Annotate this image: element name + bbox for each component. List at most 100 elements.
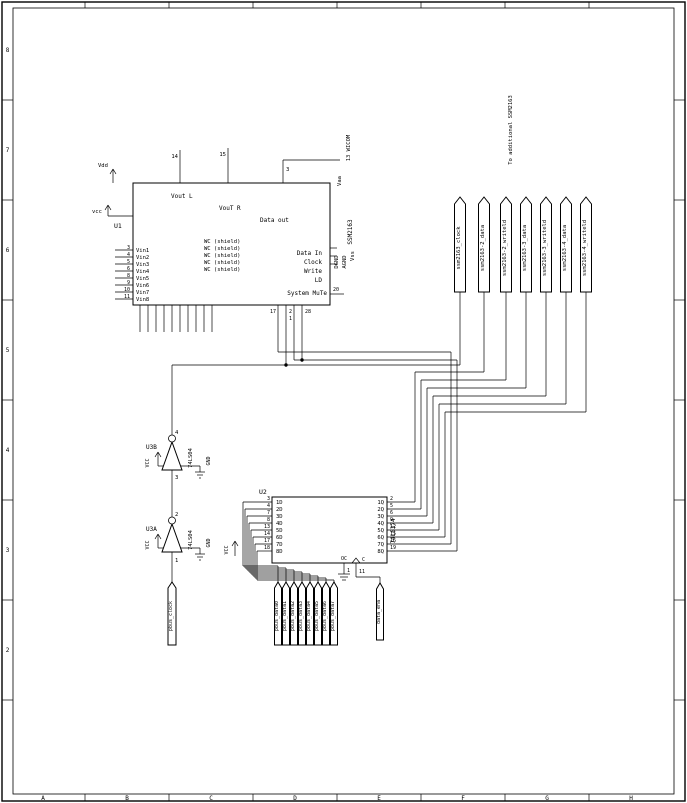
net-flag[interactable] bbox=[330, 581, 338, 646]
pin-name: 1D bbox=[276, 500, 283, 506]
net-flag[interactable] bbox=[454, 196, 466, 293]
u1-part-number: SSM2163 bbox=[347, 219, 354, 245]
pin-number: 17 bbox=[270, 309, 276, 315]
pin-name: Vin6 bbox=[136, 283, 149, 289]
col-label: F bbox=[461, 795, 465, 802]
pin-number: 14 bbox=[171, 154, 178, 160]
pin-name: 7Q bbox=[377, 542, 384, 548]
pin-name: Data out bbox=[260, 217, 289, 224]
pin-number: 9 bbox=[390, 517, 393, 523]
power-label-gnd: GND bbox=[206, 538, 212, 547]
pin-name: 6D bbox=[276, 535, 283, 541]
pin-name-shield: WC (shield) bbox=[204, 253, 240, 259]
net-label: ssm2163-4_data bbox=[562, 225, 568, 271]
pin-number: 1 bbox=[347, 568, 350, 574]
pin-number: 3 bbox=[267, 496, 270, 502]
pin-name-shield: WC (shield) bbox=[204, 246, 240, 252]
net-label: pbus_data7 bbox=[330, 601, 336, 631]
net-label: ssm2163-4_writeld bbox=[582, 220, 588, 276]
pin-name: Vin8 bbox=[136, 297, 149, 303]
pin-number: 8 bbox=[267, 517, 270, 523]
pin-number: 9 bbox=[127, 280, 130, 286]
pin-number: 7 bbox=[267, 510, 270, 516]
pin-number: 1 bbox=[175, 558, 178, 564]
pin-number: 11 bbox=[124, 294, 130, 300]
power-label-vcc: VCC bbox=[224, 545, 230, 554]
net-flag[interactable] bbox=[314, 581, 322, 646]
power-label-vdd: Vdd bbox=[98, 163, 108, 169]
net-label: data_ena bbox=[376, 600, 382, 624]
sheet-note: To additional SSM2163 bbox=[508, 95, 514, 165]
pin-number: 17 bbox=[264, 538, 270, 544]
net-flag[interactable] bbox=[322, 581, 330, 646]
pin-name: Vin3 bbox=[136, 262, 149, 268]
pin-number: 4 bbox=[127, 252, 130, 258]
pin-number: 3 bbox=[175, 475, 178, 481]
pin-name: 3Q bbox=[377, 514, 384, 520]
pin-name: Vin1 bbox=[136, 248, 149, 254]
net-label: pbus_data4 bbox=[306, 601, 312, 631]
u3a-inverter[interactable]: U3A 74LS04 2 1 VCC GND bbox=[145, 512, 212, 564]
u2-latch[interactable]: U2 74LS374 1D 2D 3D 4D 5D 6D 7D 8D 3 4 7… bbox=[224, 488, 397, 575]
pin-name: 8D bbox=[276, 549, 283, 555]
power-label-vss: Vss bbox=[350, 251, 356, 261]
net-flag[interactable] bbox=[274, 581, 282, 646]
pin-name: Clock bbox=[304, 259, 322, 266]
pbus-clock-flag: pbus_clock bbox=[167, 581, 177, 646]
power-label-vaa: Vaa bbox=[337, 176, 343, 186]
pin-name: LD bbox=[315, 277, 323, 284]
net-flag[interactable] bbox=[560, 196, 572, 293]
net-flag[interactable] bbox=[298, 581, 306, 646]
u1-body[interactable] bbox=[132, 182, 331, 306]
net-flag[interactable] bbox=[520, 196, 532, 293]
u3b-body[interactable] bbox=[161, 440, 183, 471]
net-label: ssm2163-2_data bbox=[480, 225, 486, 271]
pin-name: Data In bbox=[297, 250, 323, 257]
pin-name: 2D bbox=[276, 507, 283, 513]
net-label: pbus_data3 bbox=[298, 601, 304, 631]
u1-connector-note: 13 WICOM bbox=[346, 134, 352, 161]
u2-body[interactable] bbox=[271, 496, 388, 564]
clock-marker bbox=[351, 557, 361, 564]
net-flag[interactable] bbox=[290, 581, 298, 646]
u3b-inverter[interactable]: U3B 74LS04 4 3 VCC GND bbox=[145, 430, 212, 481]
net-flag[interactable] bbox=[282, 581, 290, 646]
pin-number: 1 bbox=[289, 316, 292, 322]
net-label: pbus_data0 bbox=[274, 601, 280, 631]
net-flag[interactable] bbox=[580, 196, 592, 293]
net-flag[interactable] bbox=[478, 196, 490, 293]
pin-number: 14 bbox=[264, 531, 270, 537]
pin-name: Vin5 bbox=[136, 276, 149, 282]
net-flag[interactable] bbox=[500, 196, 512, 293]
pin-number: 8 bbox=[127, 273, 130, 279]
net-flag[interactable] bbox=[540, 196, 552, 293]
row-label: 3 bbox=[6, 547, 10, 554]
pin-name: 5D bbox=[276, 528, 283, 534]
pin-number: 5 bbox=[127, 259, 130, 265]
power-label-vcc: VCC bbox=[145, 540, 151, 549]
u1-refdes: U1 bbox=[114, 222, 122, 230]
pin-name: Vin7 bbox=[136, 290, 149, 296]
row-label: 5 bbox=[6, 347, 10, 354]
net-flag[interactable] bbox=[167, 581, 177, 646]
pin-name: 3D bbox=[276, 514, 283, 520]
pin-number: 4 bbox=[267, 503, 270, 509]
pin-number: 13 bbox=[264, 524, 270, 530]
net-wires bbox=[171, 292, 587, 583]
net-label: pbus_data6 bbox=[322, 601, 328, 631]
u1-ssm2163[interactable]: U1 SSM2163 13 WICOM 14 15 3 Vout L VouT … bbox=[92, 134, 356, 332]
net-label: pbus_data2 bbox=[290, 601, 296, 631]
pin-number: 2 bbox=[175, 512, 178, 518]
net-flag[interactable] bbox=[306, 581, 314, 646]
pin-number: 6 bbox=[390, 510, 393, 516]
net-label: pbus_clock bbox=[168, 601, 174, 631]
row-label: 7 bbox=[6, 147, 10, 154]
pbus-net-flags: pbus_data0 pbus_data1 pbus_data2 pbus_da… bbox=[274, 581, 338, 646]
pin-number: 16 bbox=[390, 538, 396, 544]
u3a-body[interactable] bbox=[161, 522, 183, 553]
pin-number: 15 bbox=[390, 531, 396, 537]
net-flag[interactable] bbox=[376, 582, 384, 641]
pin-number: 12 bbox=[390, 524, 396, 530]
